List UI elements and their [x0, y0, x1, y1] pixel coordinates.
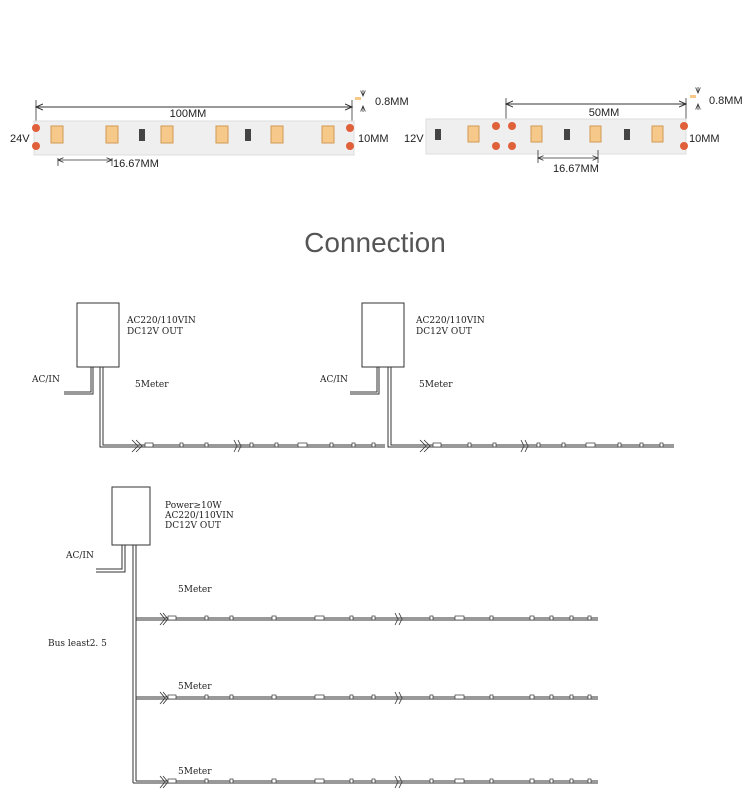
- psu-spec-line: DC12V OUT: [416, 327, 472, 337]
- led-strip-body: [425, 118, 687, 155]
- connection-diagram-top-left: AC220/110VIN DC12V OUT AC/IN 5Meter: [31, 302, 385, 453]
- led-chip: [160, 125, 174, 144]
- solder-pad: [32, 124, 40, 132]
- width-label: 10MM: [689, 133, 720, 145]
- psu-spec-line: DC12V OUT: [127, 327, 183, 337]
- solder-pad: [680, 122, 688, 130]
- solder-pad: [680, 142, 688, 150]
- led-chip: [651, 125, 664, 143]
- solder-pad: [32, 142, 40, 150]
- strip-1: 100MM 24V 10MM 0.8MM 16.67MM: [10, 90, 409, 170]
- length-label: 5Meter: [419, 380, 453, 390]
- input-label: AC/IN: [319, 375, 348, 385]
- psu-spec-line: AC220/110VIN: [164, 511, 234, 521]
- branch-length-label: 5Meter: [178, 767, 212, 777]
- input-label: AC/IN: [65, 551, 94, 561]
- power-supply-box: [76, 302, 120, 368]
- led-chip: [270, 125, 284, 144]
- psu-spec-line: AC220/110VIN: [126, 316, 196, 326]
- pitch-label: 16.67MM: [553, 163, 599, 175]
- resistor: [435, 129, 441, 140]
- length-label: 5Meter: [135, 380, 169, 390]
- thickness-label: 0.8MM: [709, 95, 743, 107]
- branch-length-label: 5Meter: [178, 682, 212, 692]
- connection-diagram-top-right: AC220/110VIN DC12V OUT AC/IN 5Meter: [319, 302, 674, 453]
- strip-length-label: 50MM: [589, 107, 620, 119]
- voltage-label: 12V: [404, 133, 424, 145]
- psu-spec-line: AC220/110VIN: [415, 316, 485, 326]
- led-chip: [530, 125, 543, 143]
- solder-pad: [492, 122, 500, 130]
- voltage-label: 24V: [10, 133, 30, 145]
- led-chip: [589, 125, 602, 143]
- led-chip: [215, 125, 229, 144]
- input-label: AC/IN: [31, 375, 60, 385]
- resistor: [245, 129, 251, 141]
- psu-spec-line: DC12V OUT: [165, 521, 221, 531]
- resistor: [624, 129, 630, 140]
- section-title: Connection: [304, 227, 446, 258]
- led-strip-body: [33, 120, 355, 156]
- led-chip: [467, 125, 480, 143]
- solder-pad: [508, 122, 516, 130]
- led-chip: [321, 125, 335, 144]
- thickness-label: 0.8MM: [375, 96, 409, 108]
- solder-pad: [508, 142, 516, 150]
- solder-pad: [346, 142, 354, 150]
- resistor: [139, 129, 145, 141]
- branch-length-label: 5Meter: [178, 585, 212, 595]
- strip-2: 50MM 12V 10MM 0.8MM 16.67MM: [404, 87, 743, 175]
- strip-length-label: 100MM: [170, 108, 207, 120]
- led-chip: [50, 125, 64, 144]
- solder-pad: [346, 124, 354, 132]
- led-chip: [105, 125, 119, 144]
- psu-spec-line: Power≥10W: [165, 501, 222, 511]
- connection-diagram-parallel: Power≥10W AC220/110VIN DC12V OUT AC/IN B…: [48, 486, 598, 789]
- strip-segments: [167, 615, 592, 784]
- power-supply-box: [111, 486, 151, 546]
- bus-note: Bus least2. 5: [48, 639, 107, 649]
- solder-pad: [492, 142, 500, 150]
- power-supply-box: [361, 302, 405, 368]
- width-label: 10MM: [358, 133, 389, 145]
- resistor: [564, 129, 570, 140]
- pitch-label: 16.67MM: [113, 158, 159, 170]
